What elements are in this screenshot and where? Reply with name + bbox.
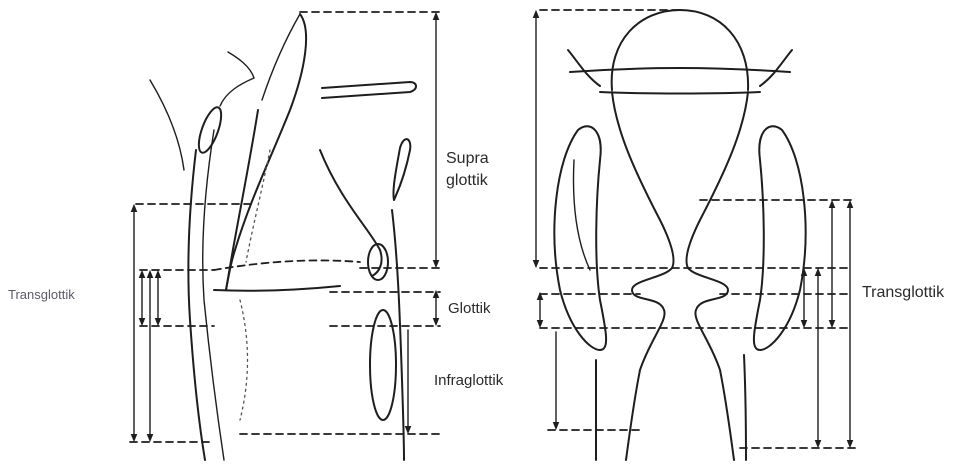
- transglottik-label-left: Transglottik: [8, 286, 75, 304]
- infraglottik-label: Infraglottik: [434, 372, 503, 390]
- arytenoid-cartilage: [368, 244, 388, 280]
- supraglottik-label-line1: Supra: [446, 150, 489, 168]
- right-lower-wall: [744, 355, 746, 460]
- epiglottis-inner: [262, 14, 300, 100]
- posterior-wall: [188, 150, 205, 460]
- sagittal-larynx-view: [130, 12, 440, 460]
- airway-right: [687, 92, 749, 460]
- supraglottik-label-line2: glottik: [446, 172, 488, 190]
- tongue-base-outline: [220, 52, 254, 106]
- hyoid-band-lower: [600, 92, 760, 94]
- hyoid-band: [570, 68, 790, 72]
- left-inner-fold: [574, 160, 590, 270]
- posterior-cartilage: [194, 105, 225, 156]
- posterior-wall-inner: [203, 130, 224, 460]
- right-outer-lobe: [754, 126, 806, 350]
- vocal-fold-upper: [214, 260, 360, 270]
- epiglottis-arch: [612, 10, 748, 90]
- thyroid-prominence: [393, 139, 410, 200]
- hyoid-left-curl: [568, 50, 600, 86]
- hyoid-bone: [322, 82, 416, 98]
- upper-left-curve: [150, 80, 184, 170]
- vocal-fold-lower: [214, 286, 340, 291]
- glottik-label: Glottik: [448, 300, 491, 318]
- interior-dots: [240, 300, 248, 420]
- hyoid-right-curl: [760, 50, 792, 86]
- left-outer-lobe: [554, 126, 606, 350]
- thyroid-anterior: [320, 150, 382, 276]
- epiglottis-outline: [226, 14, 306, 290]
- airway-left: [612, 92, 674, 460]
- coronal-larynx-view: [536, 10, 856, 460]
- transglottik-label-right: Transglottik: [862, 284, 944, 302]
